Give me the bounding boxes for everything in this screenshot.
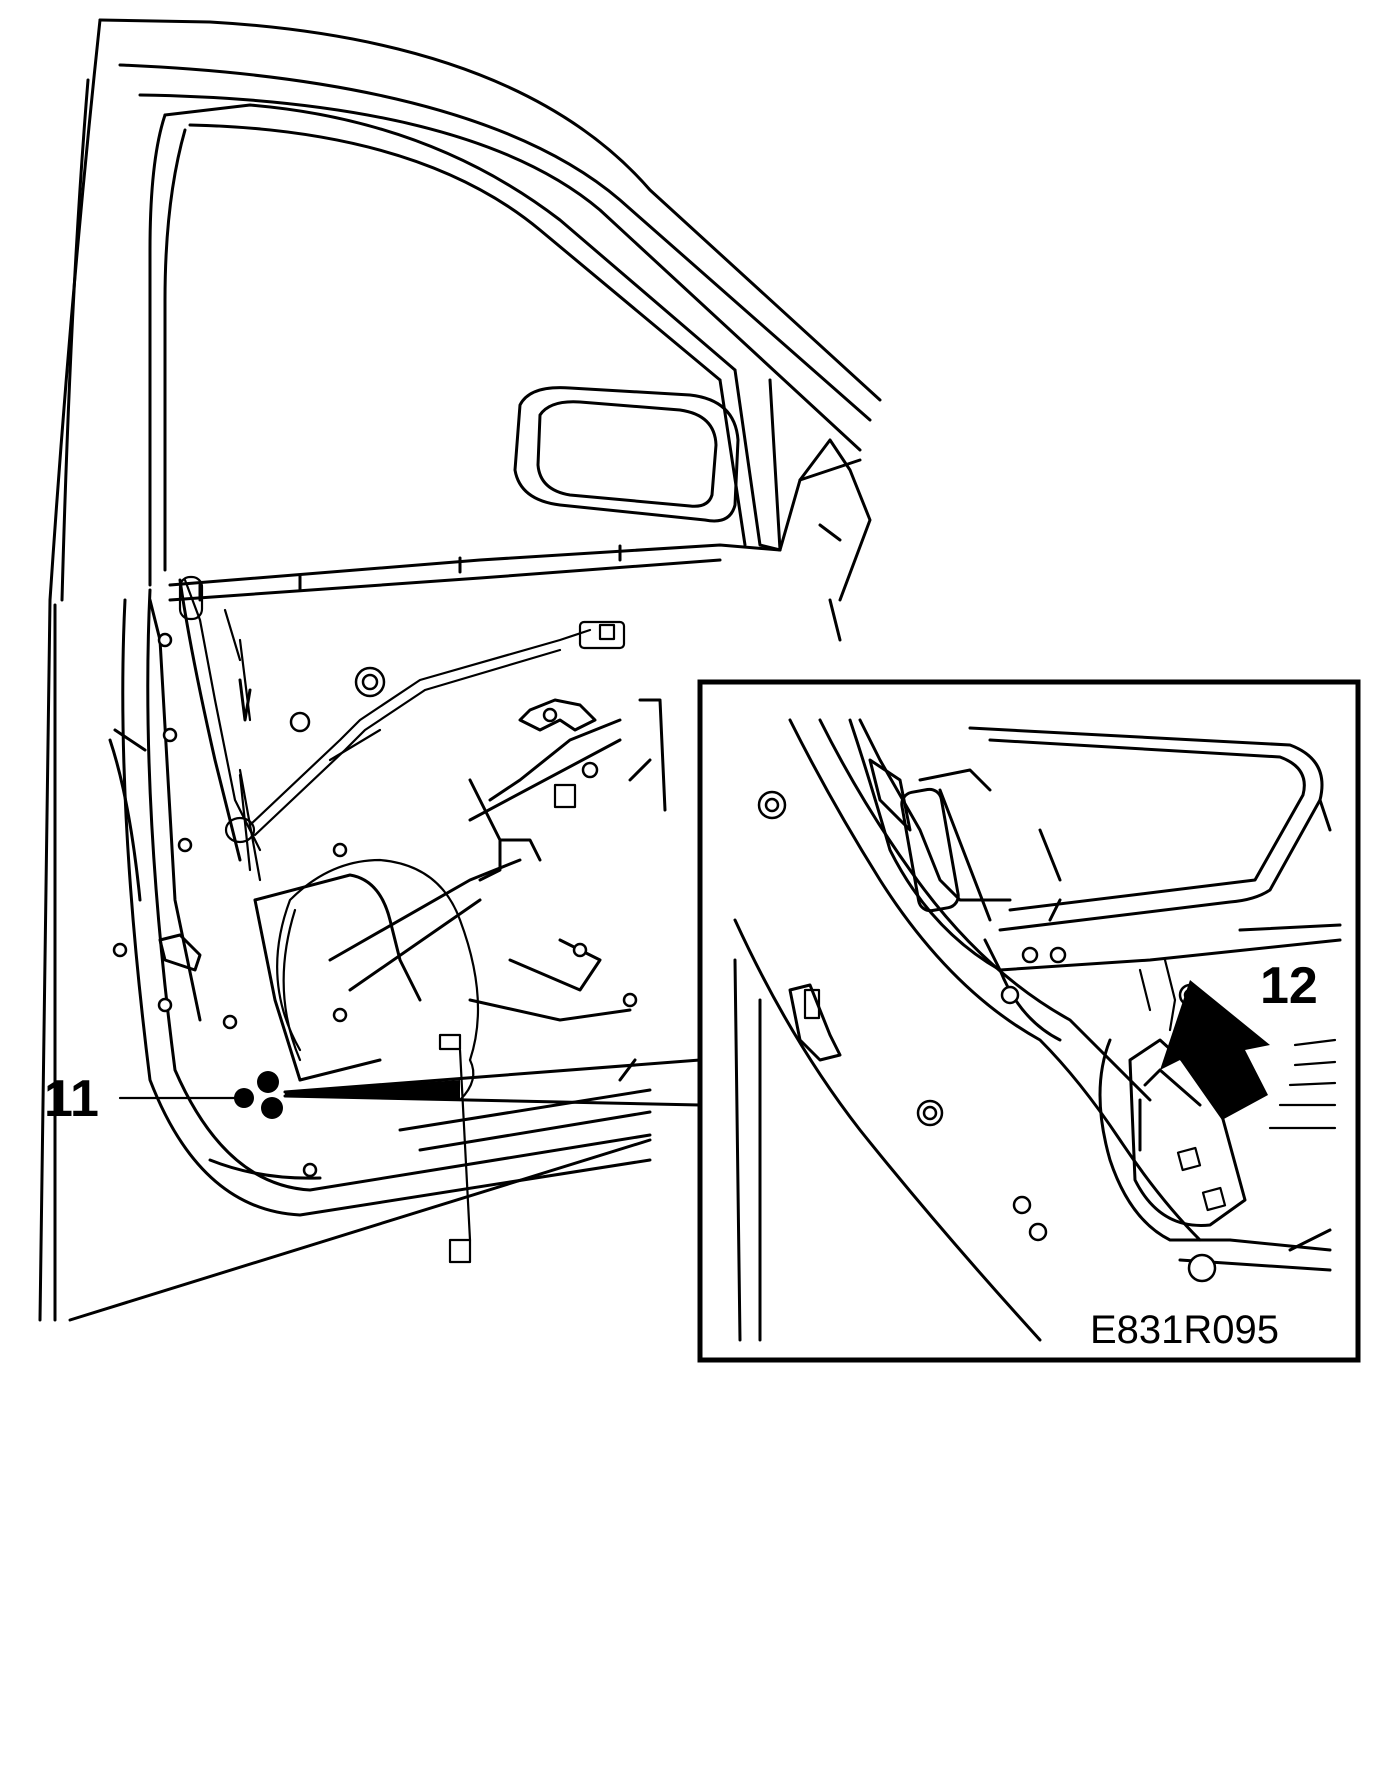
figure-code: E831R095 <box>1090 1308 1279 1352</box>
side-mirror <box>513 386 740 523</box>
detail-inset <box>697 679 1361 1363</box>
callout-11-fasteners <box>118 1071 283 1119</box>
window-regulator <box>158 575 667 1264</box>
callout-label-11: 11 <box>44 1070 99 1128</box>
callout-label-12: 12 <box>1260 957 1318 1015</box>
inner-panel <box>53 578 652 1322</box>
callout-wedge <box>283 1058 702 1107</box>
arrow-icon <box>1160 980 1270 1120</box>
door-holes <box>112 632 638 1178</box>
